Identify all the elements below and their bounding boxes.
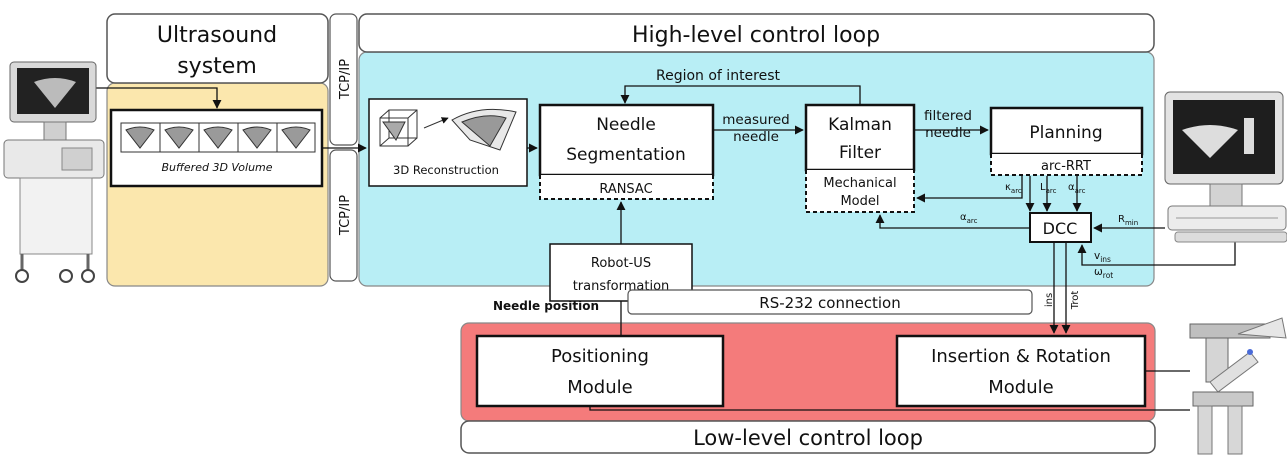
tcpip-tab-top — [329, 13, 358, 146]
ultrasound-title-box — [106, 13, 329, 84]
tcpip-tab-bottom — [329, 149, 358, 282]
rs232-label: RS-232 connection — [759, 294, 900, 312]
reconstruction-label: 3D Reconstruction — [393, 163, 499, 177]
segmentation-line1: Needle — [596, 115, 656, 135]
positioning-line2: Module — [567, 377, 632, 398]
ultrasound-scanner-icon — [3, 61, 105, 283]
kalman-line1: Kalman — [828, 115, 892, 135]
segmentation-line2: Segmentation — [566, 145, 685, 165]
rs232-bar — [627, 289, 1033, 315]
reconstruction-icon — [379, 108, 517, 151]
tcpip-label-top: TCP/IP — [338, 59, 353, 100]
needle-label-1: needle — [733, 129, 779, 145]
ultrasound-title-line2: system — [177, 54, 257, 79]
needle-position-label: Needle position — [493, 299, 599, 313]
positioning-module-box — [475, 334, 725, 408]
ultrasound-title-line1: Ultrasound — [157, 23, 277, 48]
connections — [90, 85, 1236, 411]
mechanical-line1: Mechanical — [823, 176, 896, 191]
mechanical-model-box — [805, 170, 915, 213]
needle-robot-icon — [1189, 317, 1287, 455]
needle-label-2: needle — [925, 125, 971, 141]
positioning-line1: Positioning — [551, 346, 649, 367]
ransac-label: RANSAC — [599, 182, 652, 197]
trot-label-top: Trot — [1070, 291, 1081, 311]
needle-segmentation-box — [538, 103, 715, 177]
computer-icon — [1164, 91, 1287, 243]
tins-label-top: ins — [1044, 293, 1055, 307]
planning-label: Planning — [1029, 123, 1102, 143]
high-level-title: High-level control loop — [632, 23, 880, 48]
roi-label: Region of interest — [656, 68, 781, 84]
low-level-title: Low-level control loop — [693, 426, 923, 450]
arc-rrt-box — [990, 154, 1143, 176]
ransac-box — [539, 175, 714, 200]
kalman-line2: Filter — [839, 143, 881, 163]
measured-label: measured — [722, 112, 789, 128]
arc-rrt-label: arc-RRT — [1041, 159, 1091, 174]
dcc-label: DCC — [1043, 219, 1078, 238]
buffered-volume-label: Buffered 3D Volume — [161, 161, 272, 174]
dcc-box — [1029, 212, 1092, 243]
volume-frames — [120, 122, 316, 153]
insertion-line2: Module — [988, 377, 1053, 398]
high-level-title-box — [358, 13, 1155, 53]
mechanical-line2: Model — [840, 194, 879, 209]
tcpip-label-bottom: TCP/IP — [338, 195, 353, 236]
robot-us-line1: Robot-US — [591, 256, 651, 271]
filtered-label: filtered — [924, 108, 972, 124]
insertion-line1: Insertion & Rotation — [931, 346, 1111, 367]
low-level-title-box — [460, 420, 1156, 454]
